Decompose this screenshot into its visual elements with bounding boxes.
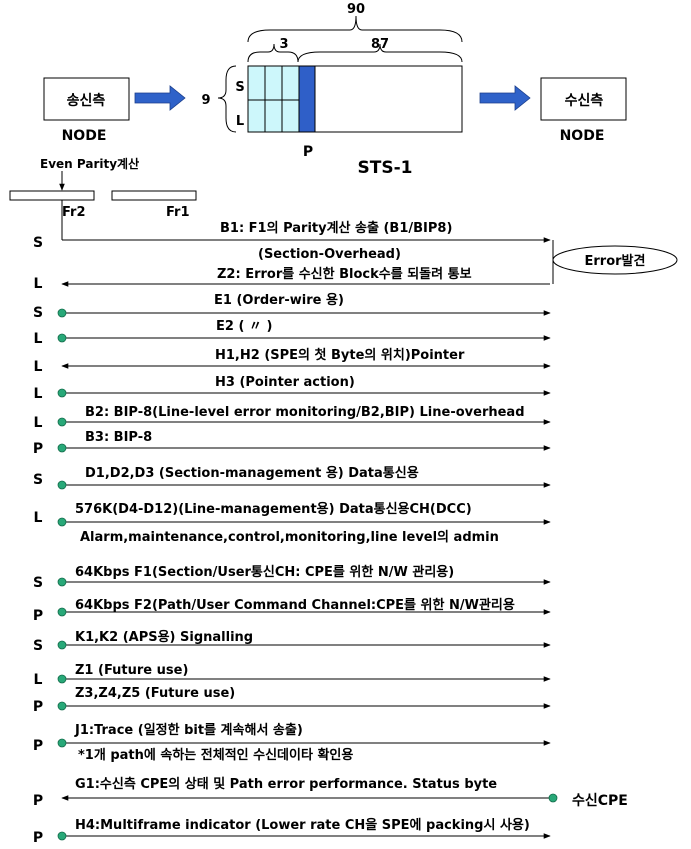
- total-cols-label: 90: [347, 2, 365, 17]
- overhead-byte-label: 64Kbps F1(Section/User통신CH: CPE를 위한 N/W …: [75, 564, 454, 580]
- origin-dot: [57, 388, 67, 398]
- frame-fr2-bar: [9, 190, 95, 201]
- overhead-byte-sublabel: Alarm,maintenance,control,monitoring,lin…: [80, 529, 499, 545]
- layer-label: L: [34, 331, 43, 347]
- layer-label: P: [33, 699, 43, 715]
- sender-label: 송신측: [67, 93, 106, 109]
- row-l-label: L: [236, 114, 244, 129]
- fr1-label: Fr1: [166, 205, 190, 220]
- origin-dot: [57, 443, 67, 453]
- blue-arrow-send: [134, 85, 186, 111]
- receiver-label: 수신측: [565, 93, 604, 109]
- overhead-byte-label: Z1 (Future use): [75, 663, 188, 678]
- layer-label: P: [33, 793, 43, 809]
- layer-label: S: [33, 235, 43, 251]
- overhead-byte-label: B2: BIP-8(Line-level error monitoring/B2…: [85, 405, 525, 420]
- overhead-byte-label: G1:수신측 CPE의 상태 및 Path error performance.…: [75, 776, 497, 792]
- rows-label: 9: [201, 93, 210, 108]
- layer-label: L: [34, 510, 43, 526]
- layer-label: S: [33, 305, 43, 321]
- overhead-byte-sublabel: (Section-Overhead): [258, 247, 401, 262]
- overhead-byte-label: B3: BIP-8: [85, 430, 152, 445]
- origin-dot: [57, 577, 67, 587]
- overhead-byte-rows: S B1: F1의 Parity계산 송출 (B1/BIP8) (Section-O…: [33, 220, 558, 846]
- payload-cols-label: 87: [371, 37, 389, 52]
- overhead-byte-label: H1,H2 (SPE의 첫 Byte의 위치)Pointer: [215, 347, 465, 363]
- fr2-label: Fr2: [62, 205, 86, 220]
- brace-rows: [217, 65, 237, 133]
- origin-dot: [57, 308, 67, 318]
- layer-label: L: [34, 672, 43, 688]
- origin-dot: [57, 517, 67, 527]
- overhead-byte-label: D1,D2,D3 (Section-management 용) Data통신용: [85, 465, 419, 481]
- receiver-node-label: NODE: [560, 128, 605, 144]
- overhead-byte-label: H3 (Pointer action): [215, 375, 355, 390]
- layer-label: P: [33, 830, 43, 846]
- pointer-column: [298, 65, 316, 133]
- overhead-byte-label: 64Kbps F2(Path/User Command Channel:CPE를…: [75, 597, 515, 613]
- overhead-area: [247, 65, 300, 133]
- origin-dot: [57, 417, 67, 427]
- overhead-byte-label: 576K(D4-D12)(Line-management용) Data통신용CH…: [75, 501, 472, 517]
- sender-box: [43, 77, 130, 121]
- origin-dot: [57, 674, 67, 684]
- layer-label: L: [34, 276, 43, 292]
- layer-label: P: [33, 608, 43, 624]
- origin-dot: [57, 701, 67, 711]
- error-found-label: Error발견: [585, 253, 646, 269]
- payload-area: [314, 65, 463, 133]
- brace-total: [247, 15, 463, 43]
- overhead-byte-label: J1:Trace (일정한 bit를 계속해서 송출): [74, 722, 303, 738]
- overhead-byte-label: K1,K2 (APS용) Signalling: [75, 629, 253, 645]
- blue-arrow-receive: [479, 85, 531, 111]
- overhead-grid-lines: [248, 66, 299, 132]
- layer-label: S: [33, 575, 43, 591]
- frame-fr1-bar: [111, 190, 197, 201]
- overhead-byte-label: E2 ( 〃 ): [216, 319, 272, 334]
- layer-label: L: [34, 415, 43, 431]
- path-label: P: [303, 144, 313, 160]
- frame-name: STS-1: [358, 158, 413, 178]
- overhead-byte-label: E1 (Order-wire 용): [214, 292, 344, 308]
- layer-label: S: [33, 472, 43, 488]
- overhead-byte-label: H4:Multiframe indicator (Lower rate CH을 …: [75, 817, 530, 833]
- receiver-cpe-dot: [548, 793, 558, 803]
- origin-dot: [57, 607, 67, 617]
- overhead-byte-sublabel: *1개 path에 속하는 전체적인 수신데이타 확인용: [78, 747, 353, 763]
- layer-label: P: [33, 441, 43, 457]
- parity-label: Even Parity계산: [40, 156, 139, 171]
- origin-dot: [57, 738, 67, 748]
- overhead-byte-label: Z3,Z4,Z5 (Future use): [75, 686, 235, 701]
- brace-payload: [297, 43, 463, 63]
- overhead-byte-label: Z2: Error를 수신한 Block수를 되돌려 통보: [217, 266, 472, 282]
- overhead-byte-label: B1: F1의 Parity계산 송출 (B1/BIP8): [220, 220, 452, 236]
- layer-label: P: [33, 738, 43, 754]
- origin-dot: [57, 480, 67, 490]
- receiver-box: [540, 77, 627, 121]
- brace-overhead: [247, 43, 299, 63]
- origin-dot: [57, 831, 67, 841]
- overhead-cols-label: 3: [279, 37, 288, 52]
- sender-node-label: NODE: [62, 128, 107, 144]
- row-s-label: S: [235, 80, 244, 95]
- layer-label: L: [34, 359, 43, 375]
- layer-label: S: [33, 638, 43, 654]
- layer-label: L: [34, 386, 43, 402]
- origin-dot: [57, 333, 67, 343]
- receiver-cpe-label: 수신CPE: [572, 793, 628, 809]
- origin-dot: [57, 640, 67, 650]
